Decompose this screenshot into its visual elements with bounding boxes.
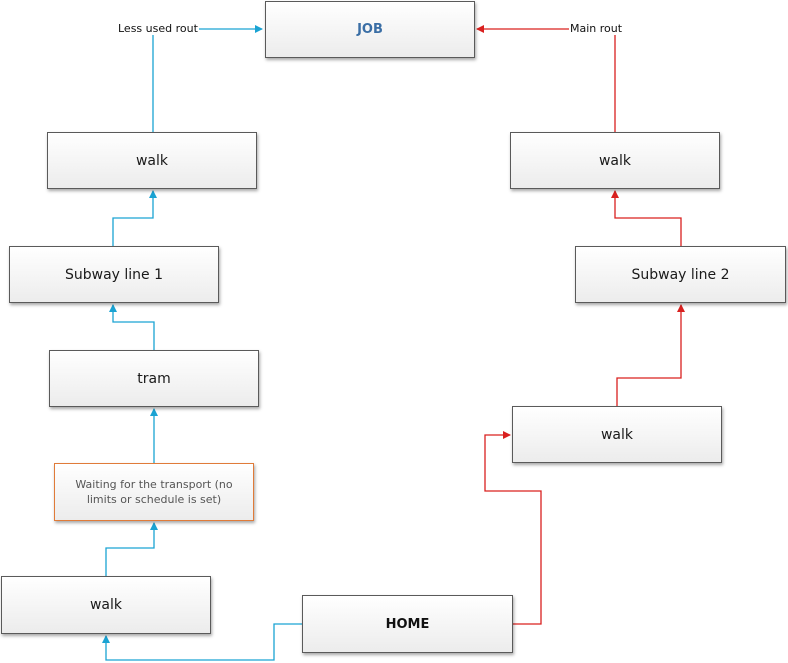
connector-walk-left-top-to-job [152,25,263,132]
waiting-label: Waiting for the transport (no limits or … [75,478,233,506]
subway-line-2-label: Subway line 2 [631,266,730,283]
walk-right-bottom-label: walk [600,426,634,443]
connector-home-to-walk-left-bottom [102,623,302,661]
walk-left-bottom-label: walk [89,597,123,613]
connector-home-to-walk-right-bottom [484,431,542,625]
subway-line-2-node: Subway line 2 [575,246,786,303]
tram-label: tram [137,370,171,387]
walk-right-top-node: walk [510,132,720,189]
connector-subway-2-to-walk-right-top [611,190,682,246]
walk-left-top-label: walk [135,152,169,169]
subway-line-1-node: Subway line 1 [9,246,219,303]
less-used-route-label: Less used rout [117,22,199,35]
main-route-label: Main rout [569,22,624,35]
job-node: JOB [265,1,475,58]
waiting-node: Waiting for the transport (no limits or … [54,463,254,521]
connector-walk-to-waiting [105,522,158,576]
home-label: HOME [385,616,430,632]
connector-tram-to-subway-1 [109,304,155,350]
subway-line-1-label: Subway line 1 [64,266,164,283]
home-node: HOME [302,595,513,653]
walk-right-top-label: walk [598,152,632,169]
walk-left-bottom-node: walk [1,576,211,634]
walk-left-top-node: walk [47,132,257,189]
connector-subway-1-to-walk-left-top [112,190,157,246]
connector-walk-right-top-to-job [476,25,616,132]
walk-right-bottom-node: walk [512,406,722,463]
tram-node: tram [49,350,259,407]
connector-walk-right-bottom-to-subway-2 [616,304,685,406]
job-label: JOB [357,22,383,37]
